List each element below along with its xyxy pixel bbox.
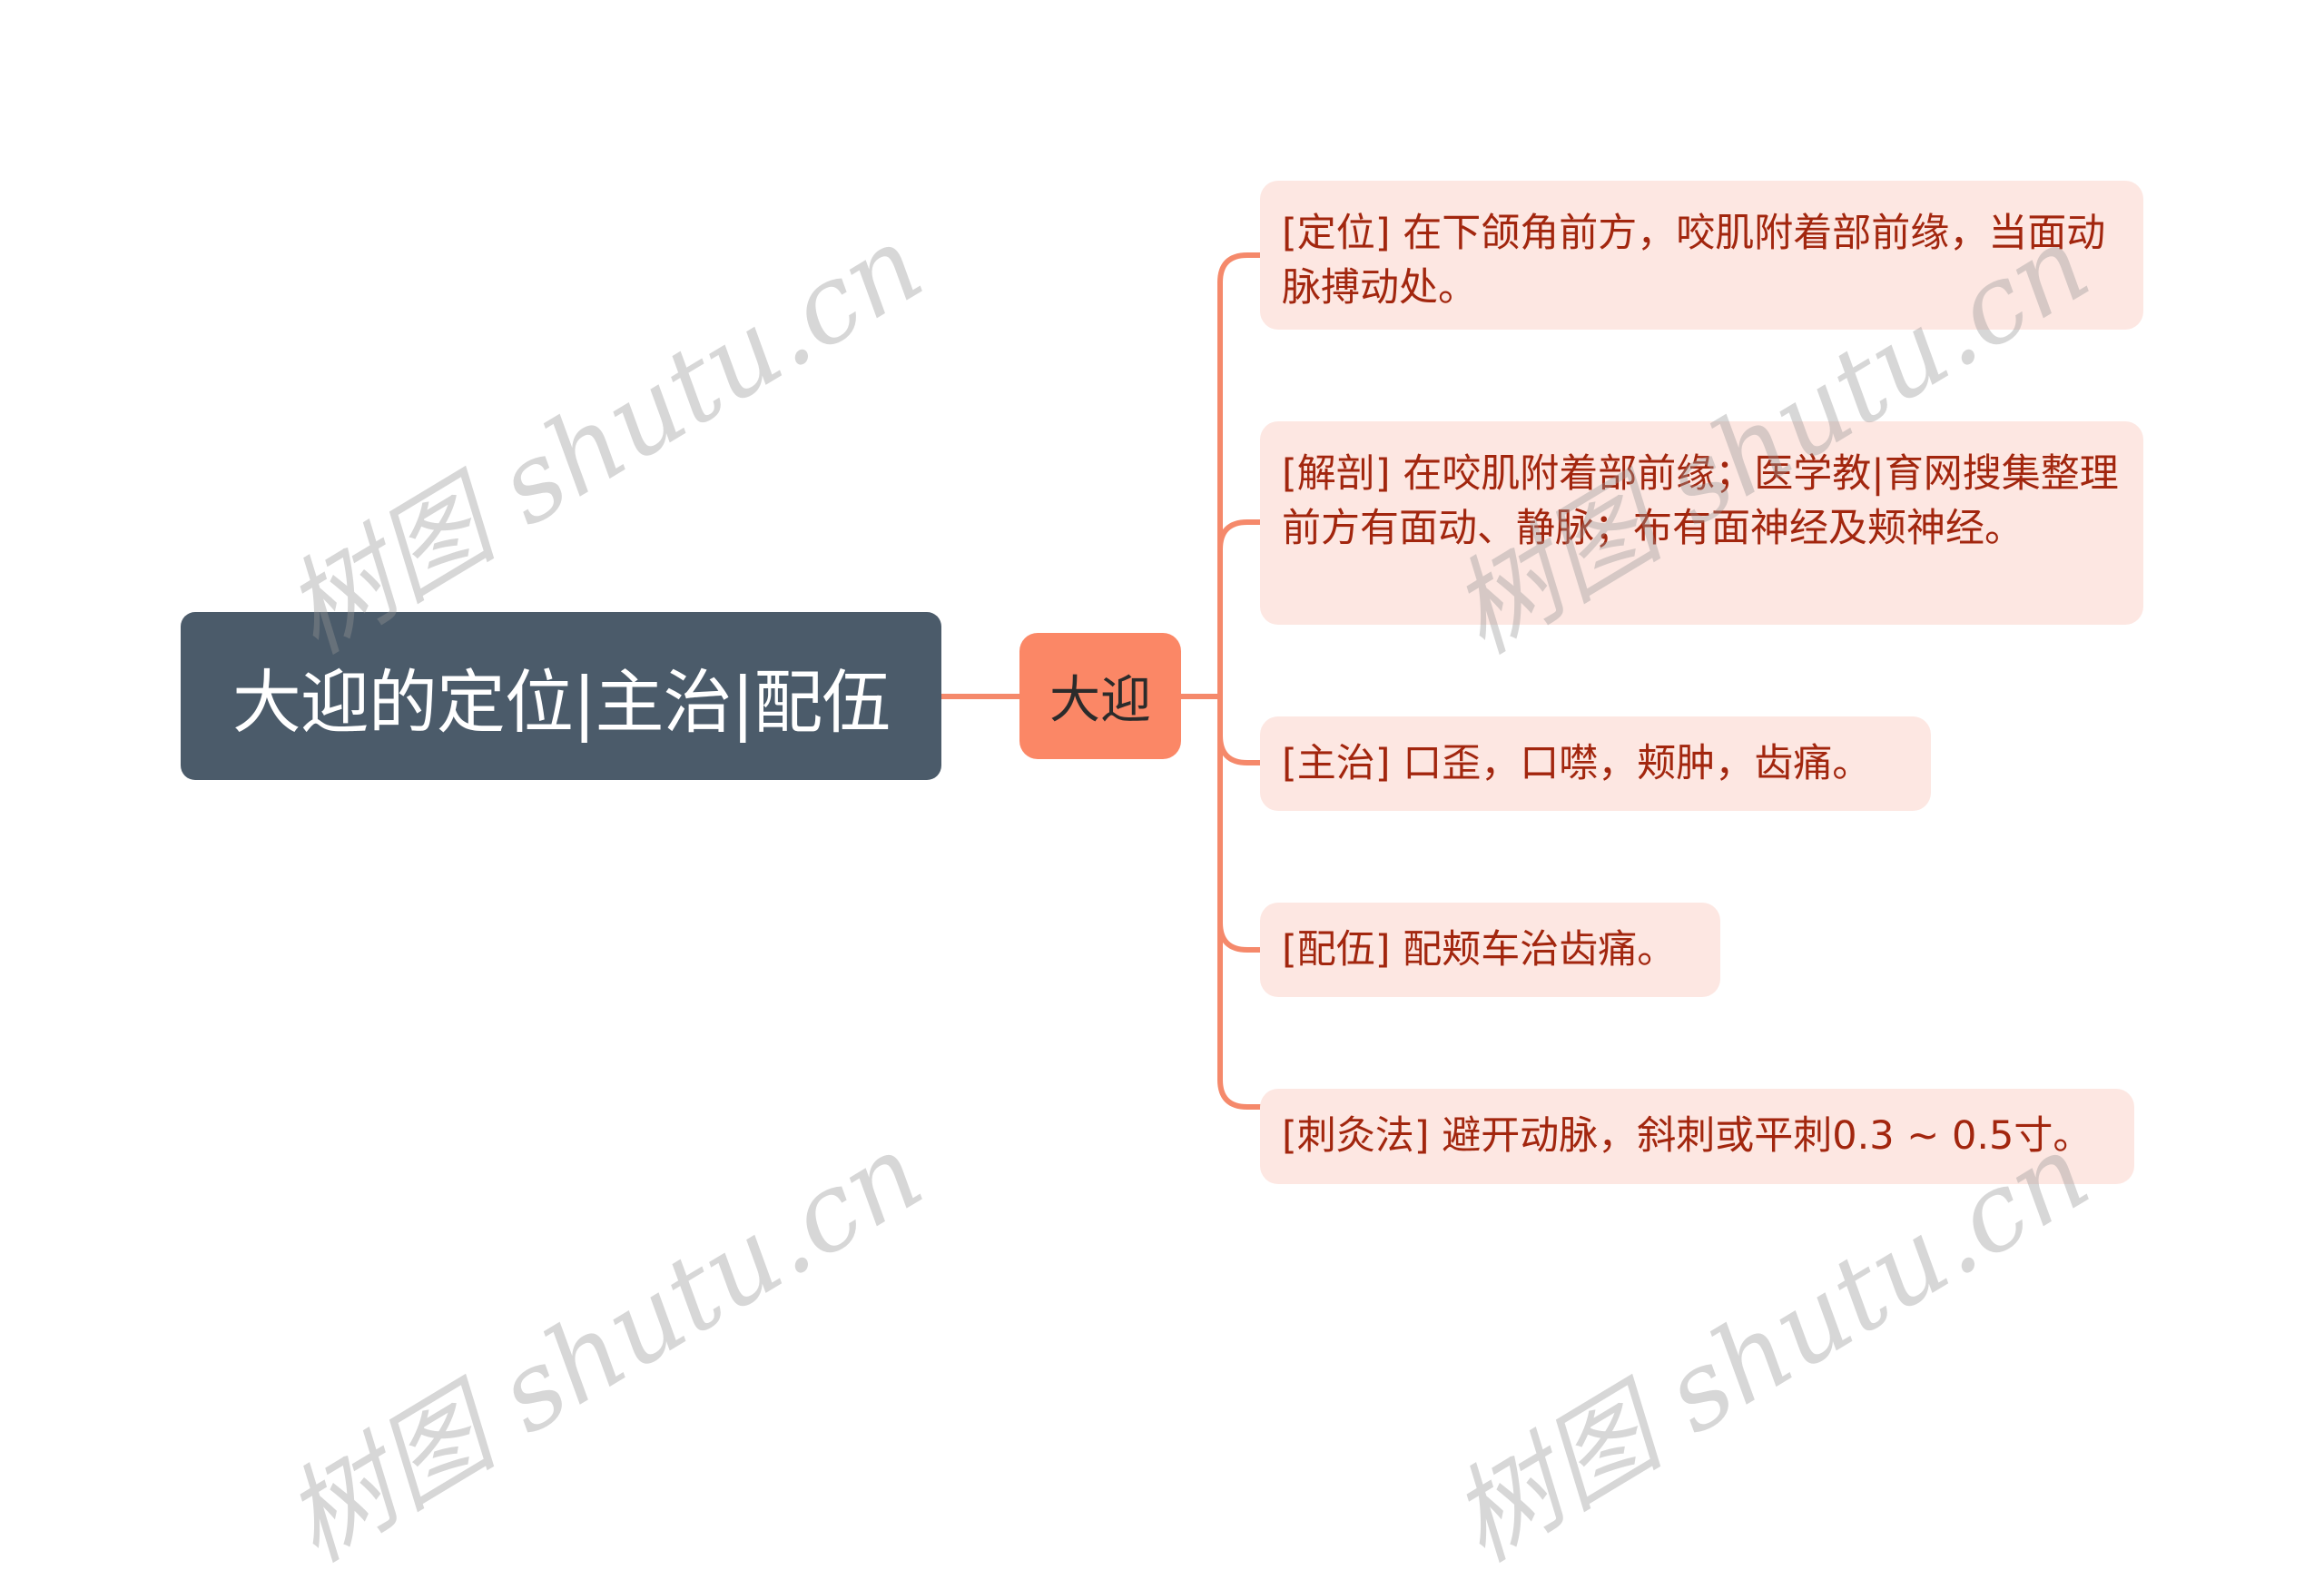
branch-4 (1217, 920, 1263, 953)
leaf-label: [配伍] 配颊车治齿痛。 (1282, 927, 1677, 973)
branch-1 (1217, 252, 1263, 285)
leaf-label: [主治] 口歪，口噤，颊肿，齿痛。 (1282, 741, 1872, 786)
branch-connectors (939, 252, 1263, 1110)
leaf-node-combination[interactable]: [配伍] 配颊车治齿痛。 (1260, 903, 1720, 997)
leaf-label: [解剖] 在咬肌附着部前缘；医学教|育网搜集整理前方有面动、静脉；布有面神经及颊… (1282, 451, 2119, 551)
branch-3 (1217, 733, 1263, 765)
branch-2 (1217, 519, 1263, 552)
root-label: 大迎的定位|主治|配伍 (231, 661, 891, 743)
leaf-node-needling[interactable]: [刺灸法] 避开动脉，斜刺或平刺0.3 ~ 0.5寸。 (1260, 1089, 2134, 1184)
root-node[interactable]: 大迎的定位|主治|配伍 (181, 612, 941, 780)
leaf-label: [刺灸法] 避开动脉，斜刺或平刺0.3 ~ 0.5寸。 (1282, 1113, 2093, 1159)
topic-label: 大迎 (1049, 671, 1151, 730)
topic-node[interactable]: 大迎 (1019, 633, 1181, 759)
branch-5 (1217, 1077, 1263, 1110)
leaf-label: [定位] 在下颌角前方，咬肌附着部前缘，当面动脉搏动处。 (1282, 211, 2106, 311)
leaf-node-anatomy[interactable]: [解剖] 在咬肌附着部前缘；医学教|育网搜集整理前方有面动、静脉；布有面神经及颊… (1260, 421, 2143, 625)
leaf-node-indications[interactable]: [主治] 口歪，口噤，颊肿，齿痛。 (1260, 716, 1931, 811)
leaf-node-location[interactable]: [定位] 在下颌角前方，咬肌附着部前缘，当面动脉搏动处。 (1260, 181, 2143, 330)
